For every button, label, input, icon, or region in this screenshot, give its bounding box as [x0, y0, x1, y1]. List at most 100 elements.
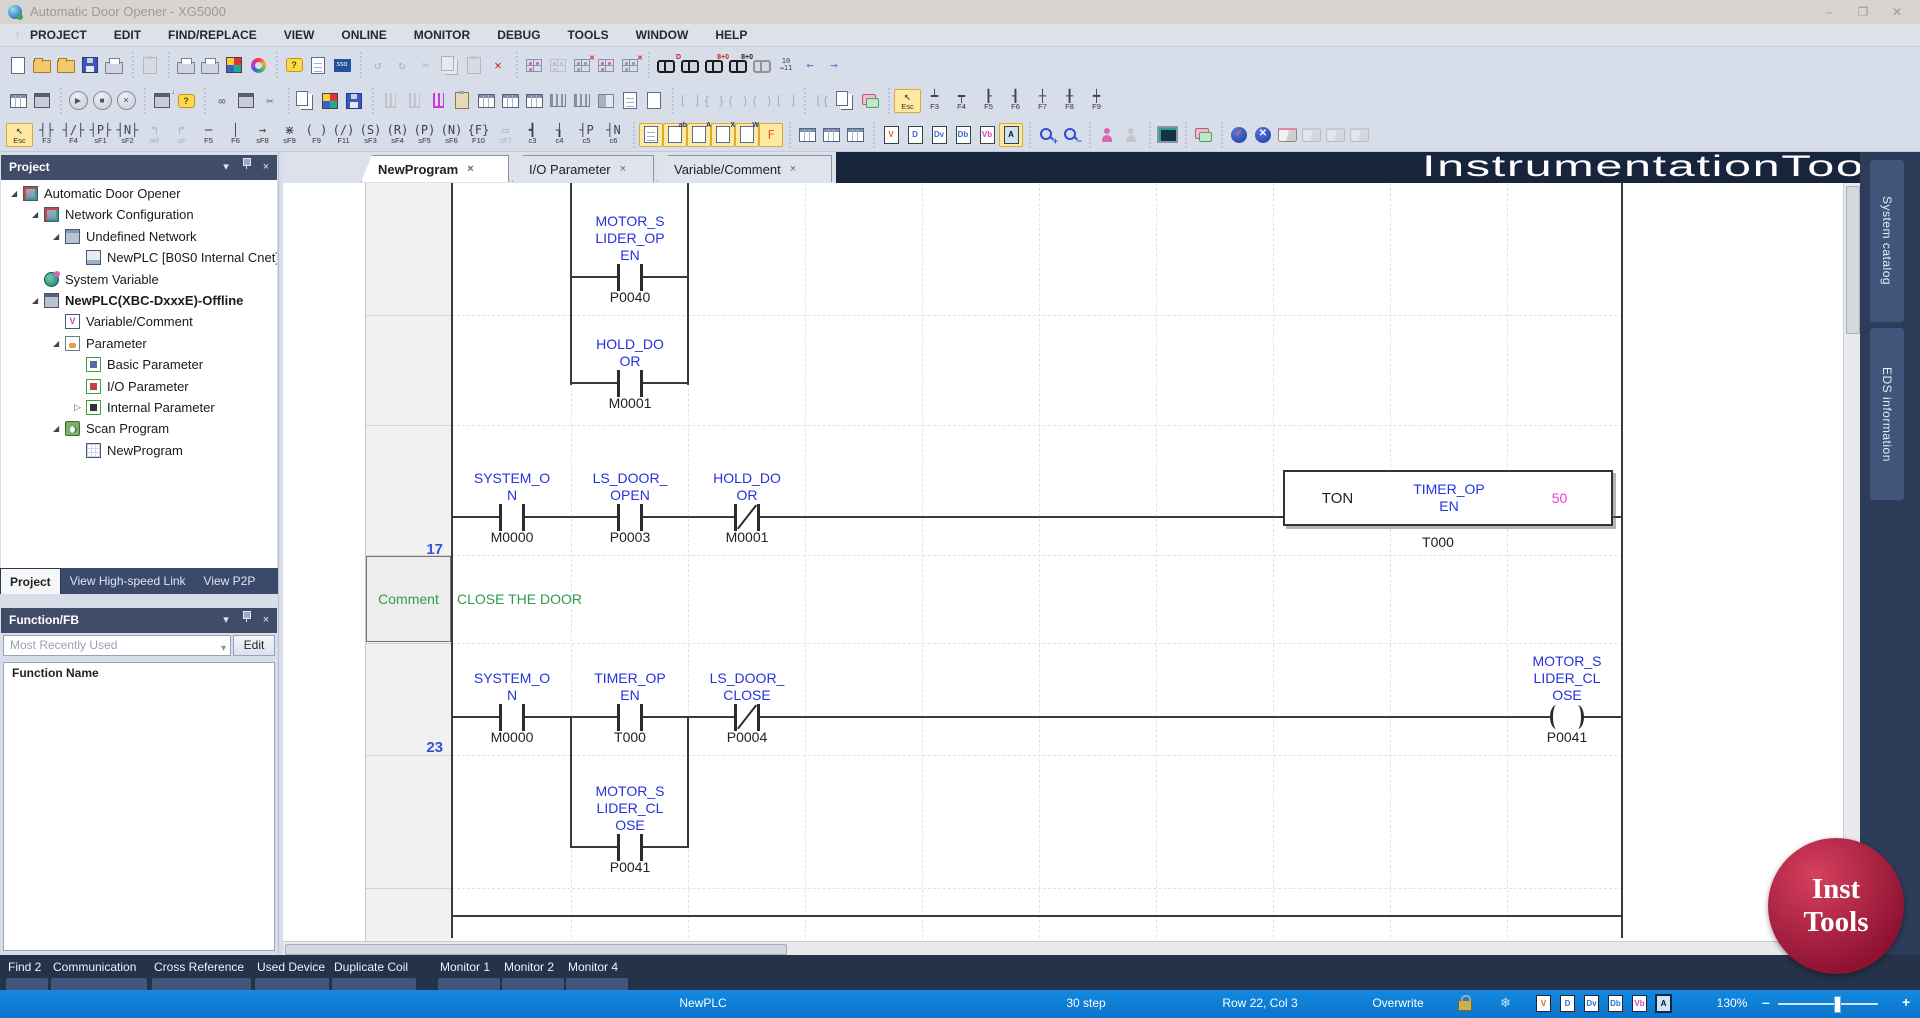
tool-coil-not-button[interactable]: (/)F11	[332, 123, 355, 145]
tree-expander-icon[interactable]: ◢	[11, 189, 18, 198]
tool-invert-button[interactable]: ⋇sF9	[283, 123, 296, 145]
contact-p0004-nc[interactable]	[731, 701, 763, 733]
menu-view[interactable]: VIEW	[283, 28, 315, 42]
program-v-icon[interactable]: V	[879, 123, 903, 147]
tool-contact-no-button[interactable]: ┤├F3	[39, 123, 54, 145]
open-project-icon[interactable]	[30, 53, 54, 77]
contact-m0001-nc[interactable]	[731, 501, 763, 533]
menu-online[interactable]: ONLINE	[341, 28, 387, 42]
redo-icon[interactable]: ↻	[398, 58, 406, 72]
backup-plc-icon[interactable]	[342, 89, 366, 113]
editor-tab-i-o-parameter[interactable]: I/O Parameter×	[512, 155, 654, 182]
dock-tab-body-used-device[interactable]	[255, 978, 329, 990]
bookmark-next-icon[interactable]	[1323, 123, 1347, 147]
status-doc-v-icon[interactable]: V	[1536, 995, 1551, 1012]
panel-tab-view-p2p[interactable]: View P2P	[203, 574, 256, 588]
maximize-button[interactable]: ❐	[1857, 5, 1869, 19]
navigate-back-icon[interactable]: ←	[806, 58, 814, 72]
io-skip-icon[interactable]	[642, 89, 666, 113]
status-doc-a-icon[interactable]: A	[1655, 994, 1672, 1013]
tool-rising-button[interactable]: ↰aR	[149, 123, 160, 145]
status-doc-db-icon[interactable]: Db	[1608, 995, 1623, 1012]
tool-coil-p-button[interactable]: (P)sF5	[413, 123, 436, 145]
tree-item-network-configuration[interactable]: ◢Network Configuration	[1, 204, 277, 225]
tool-connection-button[interactable]: →sF8	[256, 123, 269, 145]
tab-close-icon[interactable]: ×	[467, 163, 474, 175]
change-plc-icon[interactable]	[6, 89, 30, 113]
tree-expander-icon[interactable]: ▷	[74, 402, 81, 412]
edit-f9-button[interactable]: ┿F9	[1092, 89, 1101, 111]
edit-f3-button[interactable]: ┷F3	[930, 89, 939, 111]
edit-f7-button[interactable]: ┼F7	[1038, 89, 1047, 111]
new-file-icon[interactable]	[6, 53, 30, 77]
options-icon[interactable]	[246, 53, 270, 77]
edit-f4-button[interactable]: ┯F4	[957, 89, 966, 111]
project-pin-icon[interactable]	[241, 155, 251, 169]
undo-icon[interactable]: ↺	[374, 58, 382, 72]
contact-m0001-no[interactable]	[614, 367, 646, 399]
edit-f6-button[interactable]: ┨F6	[1011, 89, 1020, 111]
dock-tab-monitor-1[interactable]: Monitor 1	[440, 960, 491, 974]
tree-item-internal-parameter[interactable]: ▷Internal Parameter	[1, 397, 277, 418]
dock-tab-used-device[interactable]: Used Device	[257, 960, 326, 974]
plc-series-icon[interactable]	[30, 89, 54, 113]
contact-m0000-no[interactable]	[496, 701, 528, 733]
contact-p0003-no[interactable]	[614, 501, 646, 533]
tree-item-undefined-network[interactable]: ◢Undefined Network	[1, 226, 277, 247]
debug-mode-icon[interactable]: ✕	[114, 89, 138, 113]
tree-item-variable-comment[interactable]: Variable/Comment	[1, 311, 277, 332]
tree-item-automatic-door-opener[interactable]: ◢Automatic Door Opener	[1, 183, 277, 204]
paste-clipboard-icon[interactable]	[138, 53, 162, 77]
view-used-toggle[interactable]: ab	[663, 122, 687, 147]
special-module-monitor-icon[interactable]	[426, 89, 450, 113]
dock-tab-body-monitor-4[interactable]	[566, 978, 628, 990]
editor-tab-newprogram[interactable]: NewProgram×	[361, 155, 509, 182]
panel-tab-view-high-speed-link[interactable]: View High-speed Link	[69, 574, 186, 588]
bookmark-icon[interactable]	[1275, 123, 1299, 147]
tree-expander-icon[interactable]: ◢	[53, 338, 60, 348]
view-variable-toggle[interactable]: A	[687, 122, 711, 147]
push-cells-icon[interactable]	[546, 53, 570, 77]
close-button[interactable]: ✕	[1891, 5, 1903, 19]
menu-project[interactable]: PROJECT	[30, 28, 87, 42]
program-dv-icon[interactable]: Dv	[927, 123, 951, 147]
tree-item-system-variable[interactable]: System Variable	[1, 269, 277, 290]
tool-coil-set-button[interactable]: (S)sF3	[359, 123, 382, 145]
variable-window-icon[interactable]	[819, 123, 843, 147]
dock-tab-cross-reference[interactable]: Cross Reference	[154, 960, 245, 974]
delete-cols-icon[interactable]: ✕	[618, 53, 643, 77]
delete-icon[interactable]: ✕	[494, 58, 502, 72]
zoom-slider-thumb[interactable]	[1834, 996, 1841, 1013]
context-help-icon[interactable]	[306, 53, 330, 77]
project-properties-icon[interactable]	[222, 53, 246, 77]
tool-c4-button[interactable]: ┧c4	[555, 123, 564, 145]
tree-item-newprogram[interactable]: NewProgram	[1, 440, 277, 461]
cut-icon[interactable]: ✂	[422, 58, 430, 72]
side-tab-system-catalog[interactable]: System catalog	[1870, 160, 1904, 322]
view-comment-toggle[interactable]	[639, 122, 663, 147]
tool-contact-n-button[interactable]: ┤N├sF2	[116, 123, 139, 145]
close-project-icon[interactable]	[54, 53, 78, 77]
tree-expander-icon[interactable]: ◢	[53, 231, 60, 241]
dock-tab-find-2[interactable]: Find 2	[8, 960, 42, 974]
vertical-scrollbar[interactable]	[1843, 183, 1861, 941]
paste-icon[interactable]	[462, 53, 486, 77]
dock-tab-body-monitor-2[interactable]	[502, 978, 564, 990]
tool-extend-button[interactable]: ▭sF7	[499, 123, 512, 145]
check-program-icon[interactable]	[318, 89, 342, 113]
tool-hline-button[interactable]: ─F5	[204, 123, 213, 145]
status-doc-vb-icon[interactable]: Vb	[1632, 995, 1647, 1012]
write-plc-icon[interactable]	[234, 89, 258, 113]
dock-tab-body-cross-reference[interactable]	[152, 978, 251, 990]
function-close-icon[interactable]: ×	[262, 614, 270, 626]
function-pin-icon[interactable]	[241, 608, 251, 622]
block-select-icon[interactable]: [{	[814, 93, 830, 108]
zoom-out-icon[interactable]: −	[1059, 123, 1083, 147]
menu-debug[interactable]: DEBUG	[497, 28, 541, 42]
menu-window[interactable]: WINDOW	[635, 28, 689, 42]
print-setup-icon[interactable]	[174, 53, 198, 77]
tool-contact-nc-button[interactable]: ┤/├F4	[62, 123, 85, 145]
coil-arc-left[interactable]	[1550, 705, 1563, 729]
zoom-plus-button[interactable]: +	[1902, 994, 1911, 1010]
